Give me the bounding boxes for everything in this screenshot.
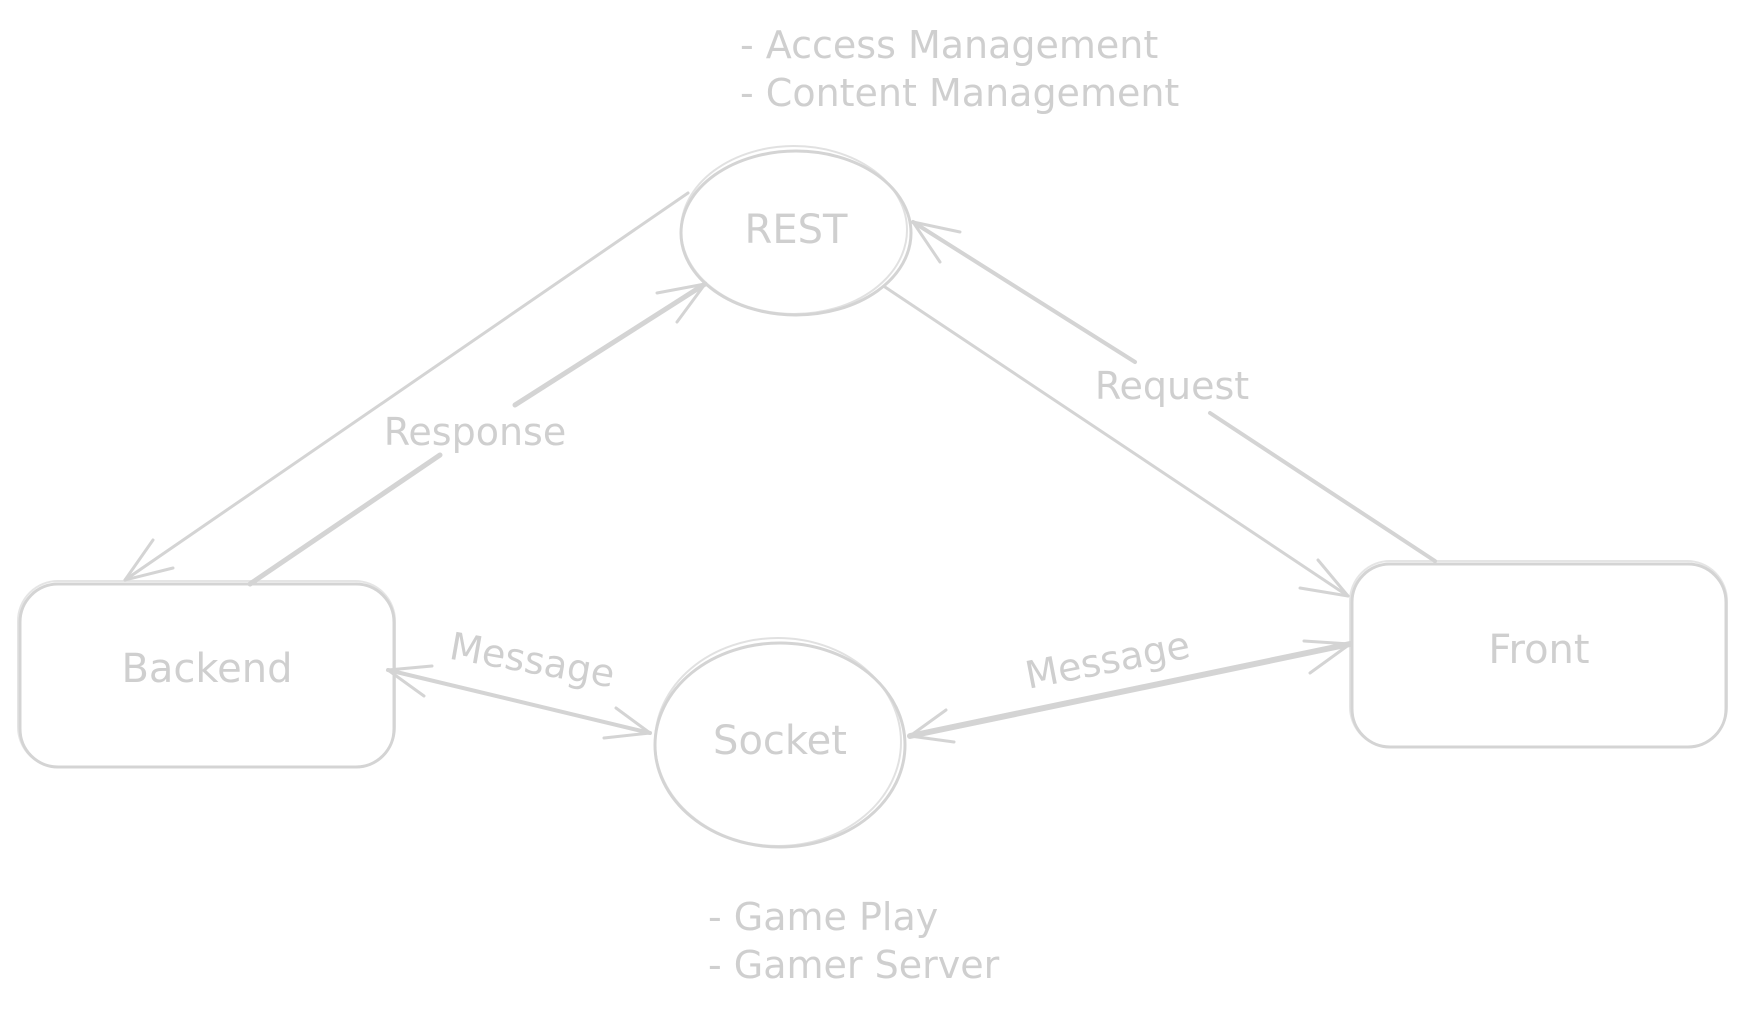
socket-note-gamer-server: - Gamer Server [708, 943, 1000, 987]
edge-front-to-rest-line-upper [911, 220, 1137, 364]
edge-rest-to-front-arrowhead [1298, 558, 1350, 598]
edge-rest-to-backend-arrowhead [123, 538, 175, 582]
edge-backend-to-rest: Response [247, 281, 708, 587]
socket-node-shape-sketch [654, 637, 902, 847]
edge-backend-to-rest-line-upper [512, 281, 708, 408]
edge-front-to-rest-line-lower [1208, 411, 1437, 563]
edge-backend-to-rest-line-lower [247, 452, 443, 587]
rest-node[interactable]: REST [679, 145, 913, 317]
edge-backend-socket-arrowhead-backend [386, 664, 434, 698]
edge-backend-socket: Message [386, 624, 652, 740]
edge-socket-front-arrowhead-front [1302, 639, 1352, 675]
edge-socket-front-arrowhead-socket [908, 708, 956, 744]
edge-backend-socket-line [386, 668, 652, 735]
edge-message-right-label: Message [1022, 623, 1194, 698]
socket-note-game-play: - Game Play [708, 895, 938, 939]
rest-note-content-management: - Content Management [740, 71, 1179, 115]
edge-rest-to-backend [123, 191, 690, 582]
backend-node[interactable]: Backend [17, 580, 396, 769]
edge-response-label: Response [384, 410, 567, 454]
front-node[interactable]: Front [1349, 560, 1728, 749]
edge-rest-to-front [883, 285, 1350, 598]
rest-node-shape-sketch [680, 145, 908, 315]
edge-socket-front: Message [907, 623, 1353, 744]
edge-message-left-label: Message [446, 624, 618, 696]
front-node-label: Front [1488, 627, 1589, 673]
edge-request-label: Request [1095, 364, 1249, 408]
edge-front-to-rest-arrowhead [911, 220, 962, 264]
socket-node[interactable]: Socket [653, 637, 907, 849]
edge-backend-to-rest-arrowhead [655, 282, 707, 324]
edge-backend-socket-arrowhead-socket [602, 706, 652, 740]
socket-node-label: Socket [713, 718, 847, 764]
edge-socket-front-line [907, 641, 1353, 739]
front-node-shape-sketch [1349, 560, 1728, 748]
rest-note-access-management: - Access Management [740, 23, 1158, 67]
edge-front-to-rest: Request [911, 220, 1437, 563]
rest-node-label: REST [745, 207, 848, 253]
backend-node-label: Backend [121, 646, 292, 692]
edge-rest-to-backend-line [123, 191, 690, 582]
edge-rest-to-front-line [883, 285, 1350, 598]
